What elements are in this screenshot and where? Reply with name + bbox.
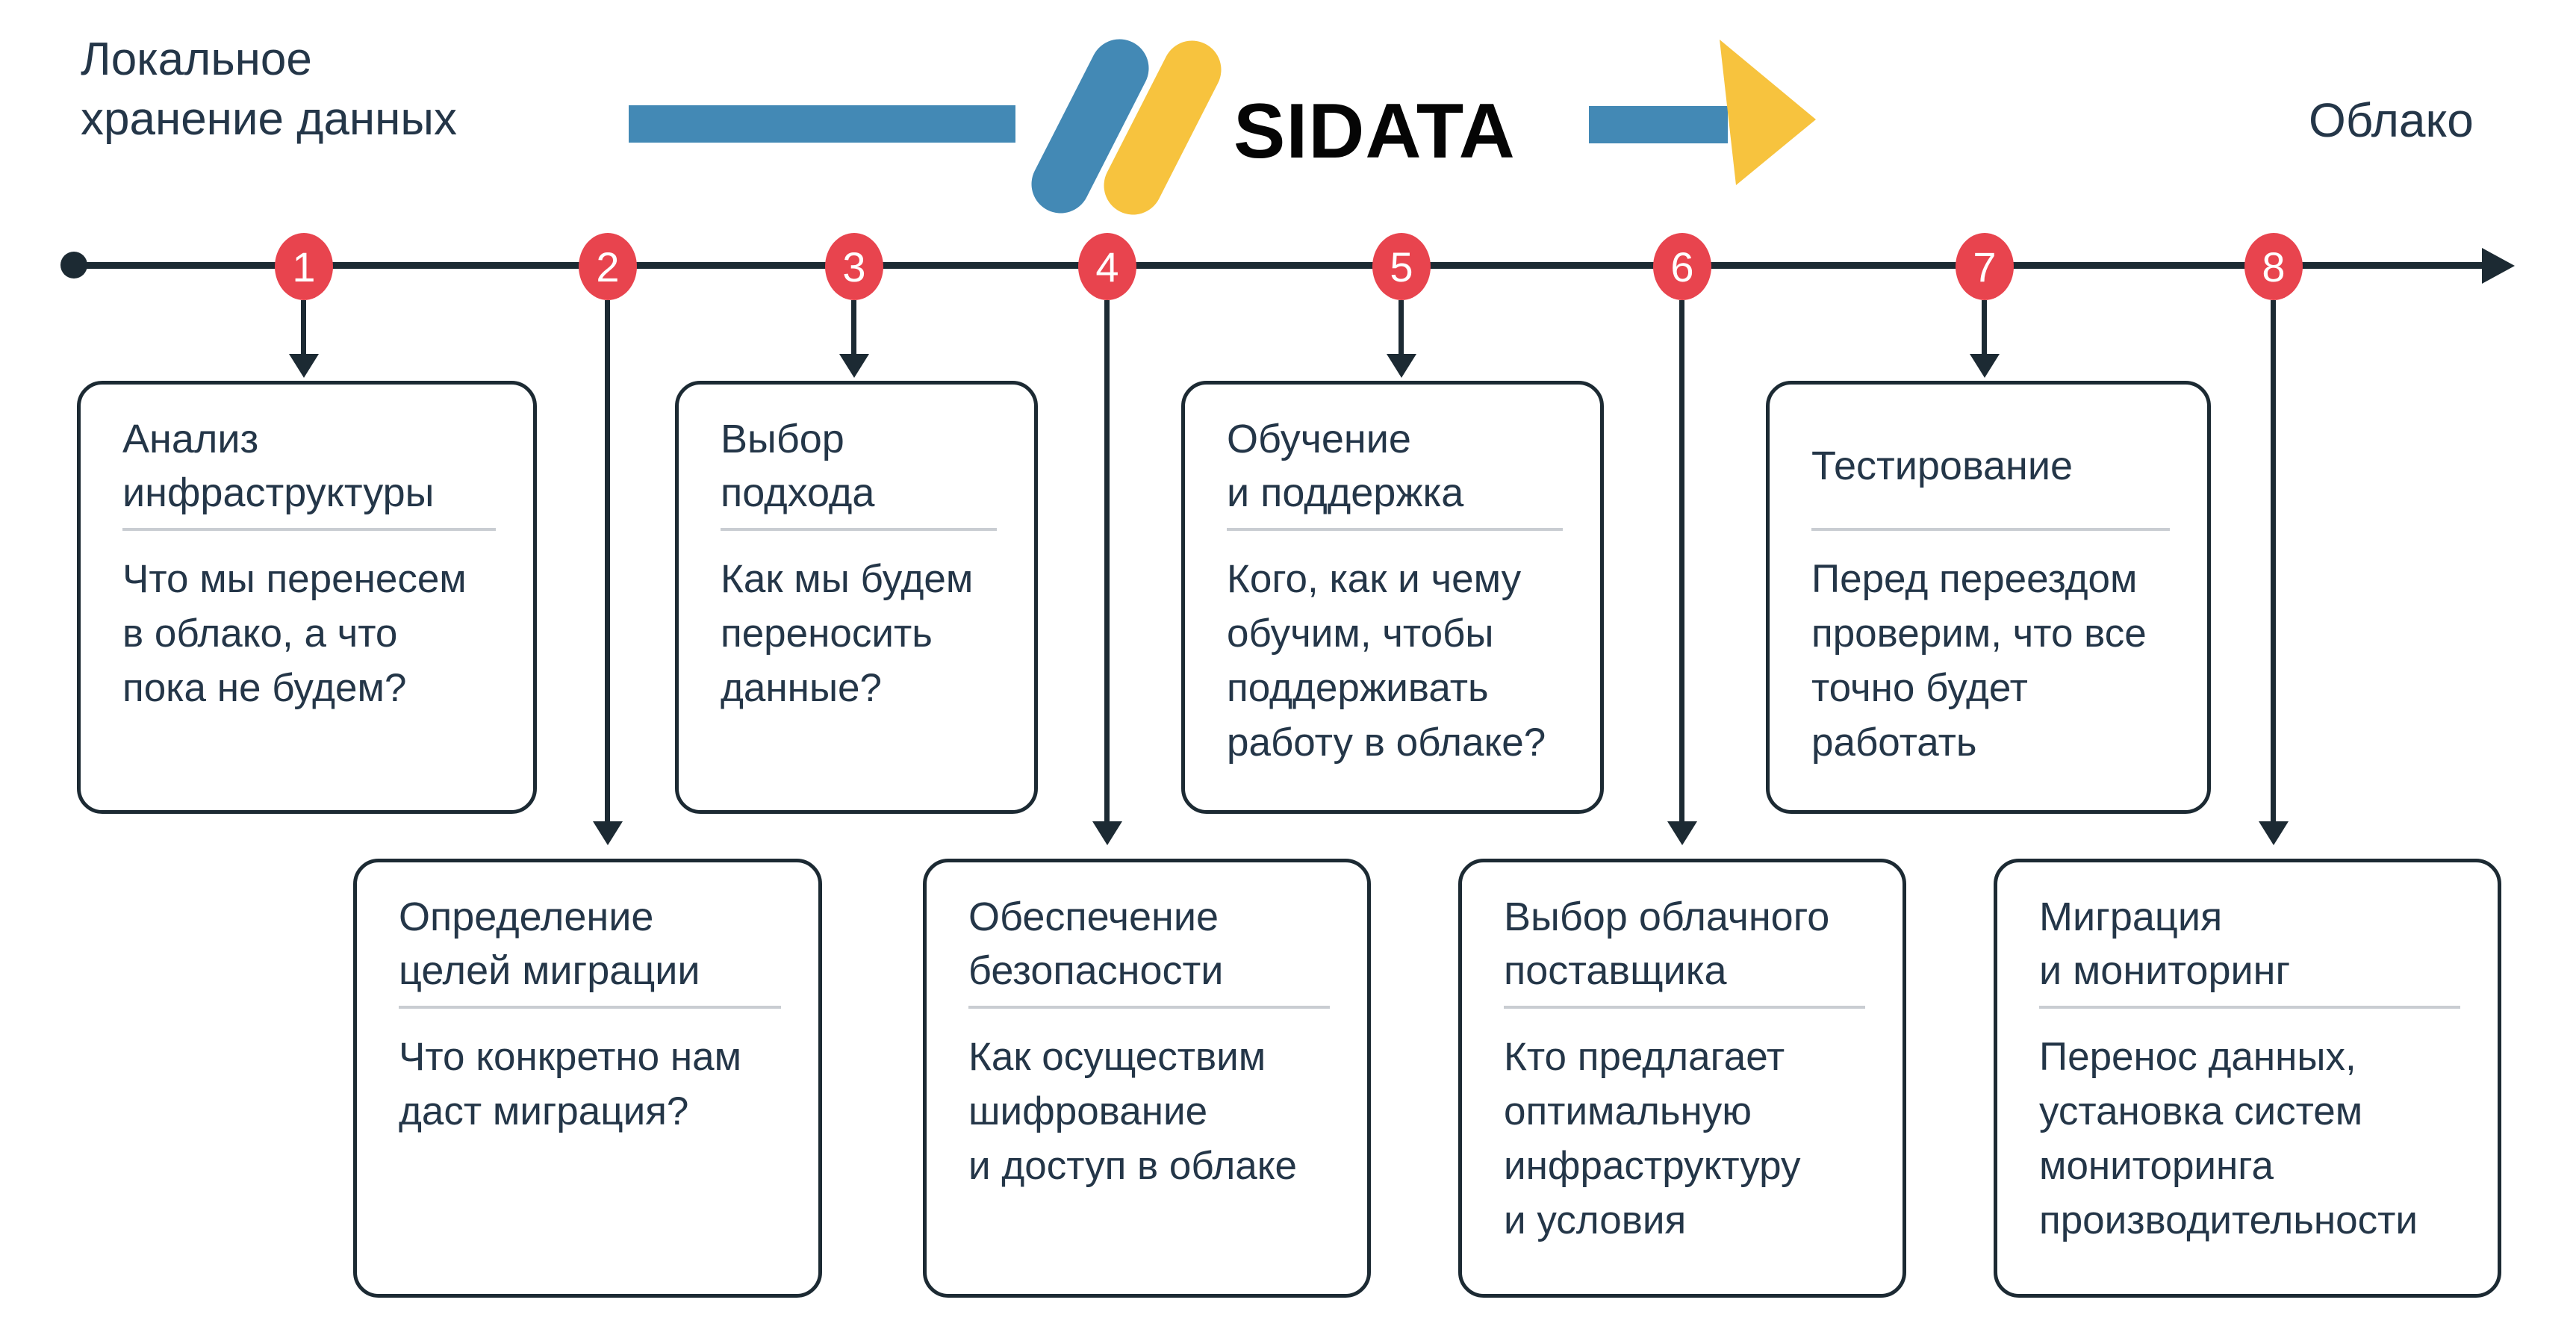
step-number: 8 <box>2262 243 2286 290</box>
step-card-7: Тестирование Перед переездом проверим, ч… <box>1766 381 2211 814</box>
card-body: Что мы перенесем в облако, а что пока не… <box>122 557 467 710</box>
card-title: Определение целей миграции <box>399 894 700 993</box>
card-title: Обеспечение безопасности <box>968 894 1224 993</box>
card-body: Как мы будем переносить данные? <box>721 557 974 710</box>
card-body: Как осуществим шифрование и доступ в обл… <box>968 1035 1298 1188</box>
cloud-label: Облако <box>2309 93 2474 147</box>
card-body: Кто предлагает оптимальную инфраструктур… <box>1504 1035 1801 1242</box>
step-card-6: Выбор облачного поставщика Кто предлагае… <box>1458 859 1906 1298</box>
card-title: Выбор подхода <box>721 417 875 515</box>
card-title: Анализ инфраструктуры <box>122 417 435 515</box>
connector-arrow-icon-7 <box>1970 354 2000 378</box>
connector-arrow-icon-6 <box>1667 821 1697 845</box>
card-divider <box>1227 528 1563 531</box>
step-number: 4 <box>1095 243 1119 290</box>
step-card-8: Миграция и мониторинг Перенос данных, ус… <box>1994 859 2501 1298</box>
card-body: Перенос данных, установка систем монитор… <box>2039 1035 2418 1242</box>
step-card-2: Определение целей миграции Что конкретно… <box>353 859 822 1298</box>
step-connector-7 <box>1982 300 1987 354</box>
card-title: Тестирование <box>1811 444 2073 488</box>
card-title: Выбор облачного поставщика <box>1504 894 1830 993</box>
step-node-7: 7 <box>1956 233 2014 300</box>
step-connector-8 <box>2271 300 2276 823</box>
connector-arrow-icon-1 <box>289 354 319 378</box>
local-storage-label: Локальное хранение данных <box>81 34 457 145</box>
step-connector-2 <box>605 300 610 823</box>
card-divider <box>399 1006 781 1009</box>
card-divider <box>2039 1006 2460 1009</box>
card-divider <box>122 528 496 531</box>
card-body: Что конкретно нам даст миграция? <box>399 1035 742 1133</box>
card-divider <box>1504 1006 1865 1009</box>
step-number: 1 <box>292 243 316 290</box>
card-title: Обучение и поддержка <box>1227 417 1464 515</box>
step-node-2: 2 <box>579 233 637 300</box>
card-divider <box>1811 528 2170 531</box>
step-node-6: 6 <box>1653 233 1711 300</box>
step-node-1: 1 <box>275 233 333 300</box>
step-number: 3 <box>842 243 866 290</box>
step-connector-4 <box>1104 300 1110 823</box>
step-card-4: Обеспечение безопасности Как осуществим … <box>923 859 1371 1298</box>
card-divider <box>968 1006 1330 1009</box>
card-body: Перед переездом проверим, что все точно … <box>1811 557 2147 765</box>
step-connector-5 <box>1399 300 1404 354</box>
step-node-5: 5 <box>1372 233 1431 300</box>
step-connector-1 <box>301 300 306 354</box>
timeline-line <box>74 262 2487 269</box>
step-node-4: 4 <box>1078 233 1136 300</box>
card-divider <box>721 528 997 531</box>
card-title: Миграция и мониторинг <box>2039 894 2291 993</box>
connector-arrow-icon-3 <box>839 354 869 378</box>
arrow-bar-right <box>1589 106 1728 143</box>
step-number: 7 <box>1973 243 1997 290</box>
connector-arrow-icon-5 <box>1387 354 1416 378</box>
connector-arrow-icon-8 <box>2259 821 2289 845</box>
step-card-5: Обучение и поддержка Кого, как и чему об… <box>1181 381 1604 814</box>
card-body: Кого, как и чему обучим, чтобы поддержив… <box>1227 557 1546 765</box>
arrow-bar-left <box>629 105 1015 143</box>
connector-arrow-icon-4 <box>1092 821 1122 845</box>
step-card-1: Анализ инфраструктуры Что мы перенесем в… <box>77 381 537 814</box>
step-number: 6 <box>1670 243 1694 290</box>
sidata-logo-text: SIDATA <box>1233 88 1516 175</box>
connector-arrow-icon-2 <box>593 821 623 845</box>
step-number: 2 <box>596 243 620 290</box>
step-number: 5 <box>1390 243 1413 290</box>
step-node-3: 3 <box>825 233 883 300</box>
arrow-head-icon <box>1720 40 1816 185</box>
step-node-8: 8 <box>2244 233 2303 300</box>
step-card-3: Выбор подхода Как мы будем переносить да… <box>675 381 1038 814</box>
step-connector-3 <box>851 300 856 354</box>
timeline-end-arrow-icon <box>2482 248 2515 284</box>
step-connector-6 <box>1679 300 1684 823</box>
